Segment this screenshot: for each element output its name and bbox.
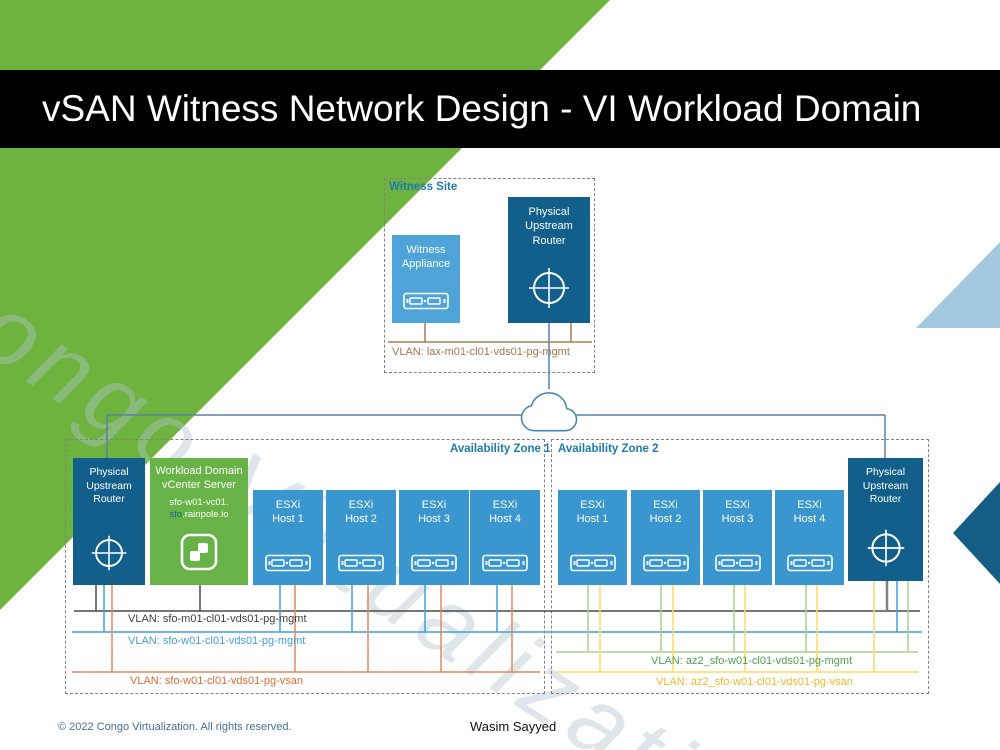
esxi-host-label: ESXi Host 3 [721,499,754,526]
az2-router-label: Physical Upstream Router [862,466,909,506]
az2-esxi-host-1: ESXi Host 1 [558,490,627,585]
witness-appliance-label: Witness Appliance [401,244,451,271]
server-icon [403,292,449,310]
az2-esxi-host-3: ESXi Host 3 [703,490,772,585]
az1-router-label: Physical Upstream Router [86,466,132,506]
router-icon [91,535,127,571]
az1-esxi-host-3: ESXi Host 3 [399,490,469,585]
esxi-host-label: ESXi Host 3 [418,499,450,526]
witness-site-zone [384,178,595,373]
esxi-host-label: ESXi Host 4 [793,499,826,526]
az1-vlan-w01-mgmt-label: VLAN: sfo-w01-cl01-vds01-pg-mgmt [128,635,306,647]
az2-vlan-mgmt-label: VLAN: az2_sfo-w01-cl01-vds01-pg-mgmt [651,655,853,667]
availability-zone-2-label: Availability Zone 2 [558,443,659,455]
az1-esxi-host-4: ESXi Host 4 [470,490,540,585]
witness-vlan-label: VLAN: lax-m01-cl01-vds01-pg-mgmt [392,346,570,358]
witness-site-label: Witness Site [389,181,458,193]
witness-appliance-node: Witness Appliance [392,235,460,323]
az1-vlan-w01-vsan-label: VLAN: sfo-w01-cl01-vds01-pg-vsan [130,675,304,687]
az2-esxi-host-4: ESXi Host 4 [775,490,844,585]
availability-zone-1 [65,439,545,694]
esxi-host-label: ESXi Host 2 [345,499,377,526]
witness-router-label: Physical Upstream Router [525,206,573,247]
wan-cloud-icon [503,386,595,446]
server-icon [714,554,761,572]
vcenter-hostname-line1: sfo-w01-vc01. [169,496,229,508]
server-icon [265,554,311,572]
vcenter-hostname-sfo: sfo [169,509,183,521]
esxi-host-label: ESXi Host 1 [576,499,609,526]
availability-zone-1-label: Availability Zone 1 [450,443,551,455]
az2-router-node: Physical Upstream Router [848,458,923,581]
esxi-host-label: ESXi Host 1 [272,499,304,526]
decor-diamond-dark [953,482,1000,584]
witness-router-node: Physical Upstream Router [508,197,590,323]
server-icon [411,554,457,572]
page-title: vSAN Witness Network Design - VI Workloa… [42,88,922,129]
footer-author: Wasim Sayyed [470,719,557,734]
footer-copyright: © 2022 Congo Virtualization. All rights … [58,721,292,733]
server-icon [482,554,528,572]
router-icon [867,529,904,567]
router-icon [529,268,569,308]
az1-router-node: Physical Upstream Router [73,458,145,585]
vcenter-hostname: sfo-w01-vc01. sfo.rainpole.io [169,497,228,523]
server-icon [338,554,384,572]
server-icon [642,554,689,572]
vcenter-hostname-rest: .rainpole.io [182,509,229,521]
az1-vlan-m01-mgmt-label: VLAN: sfo-m01-cl01-vds01-pg-mgmt [128,613,307,625]
esxi-host-label: ESXi Host 4 [489,499,521,526]
availability-zone-2 [551,439,929,694]
vcenter-icon [180,533,218,571]
az1-esxi-host-2: ESXi Host 2 [326,490,396,585]
server-icon [786,554,833,572]
title-bar: vSAN Witness Network Design - VI Workloa… [0,70,1000,148]
az2-esxi-host-2: ESXi Host 2 [631,490,700,585]
server-icon [569,554,616,572]
esxi-host-label: ESXi Host 2 [649,499,682,526]
decor-triangle-light [916,242,1000,328]
az1-vcenter-node: Workload Domain vCenter Server sfo-w01-v… [150,458,248,585]
az2-vlan-vsan-label: VLAN: az2_sfo-w01-cl01-vds01-pg-vsan [656,676,853,688]
az1-esxi-host-1: ESXi Host 1 [253,490,323,585]
vcenter-title: Workload Domain vCenter Server [155,465,243,492]
